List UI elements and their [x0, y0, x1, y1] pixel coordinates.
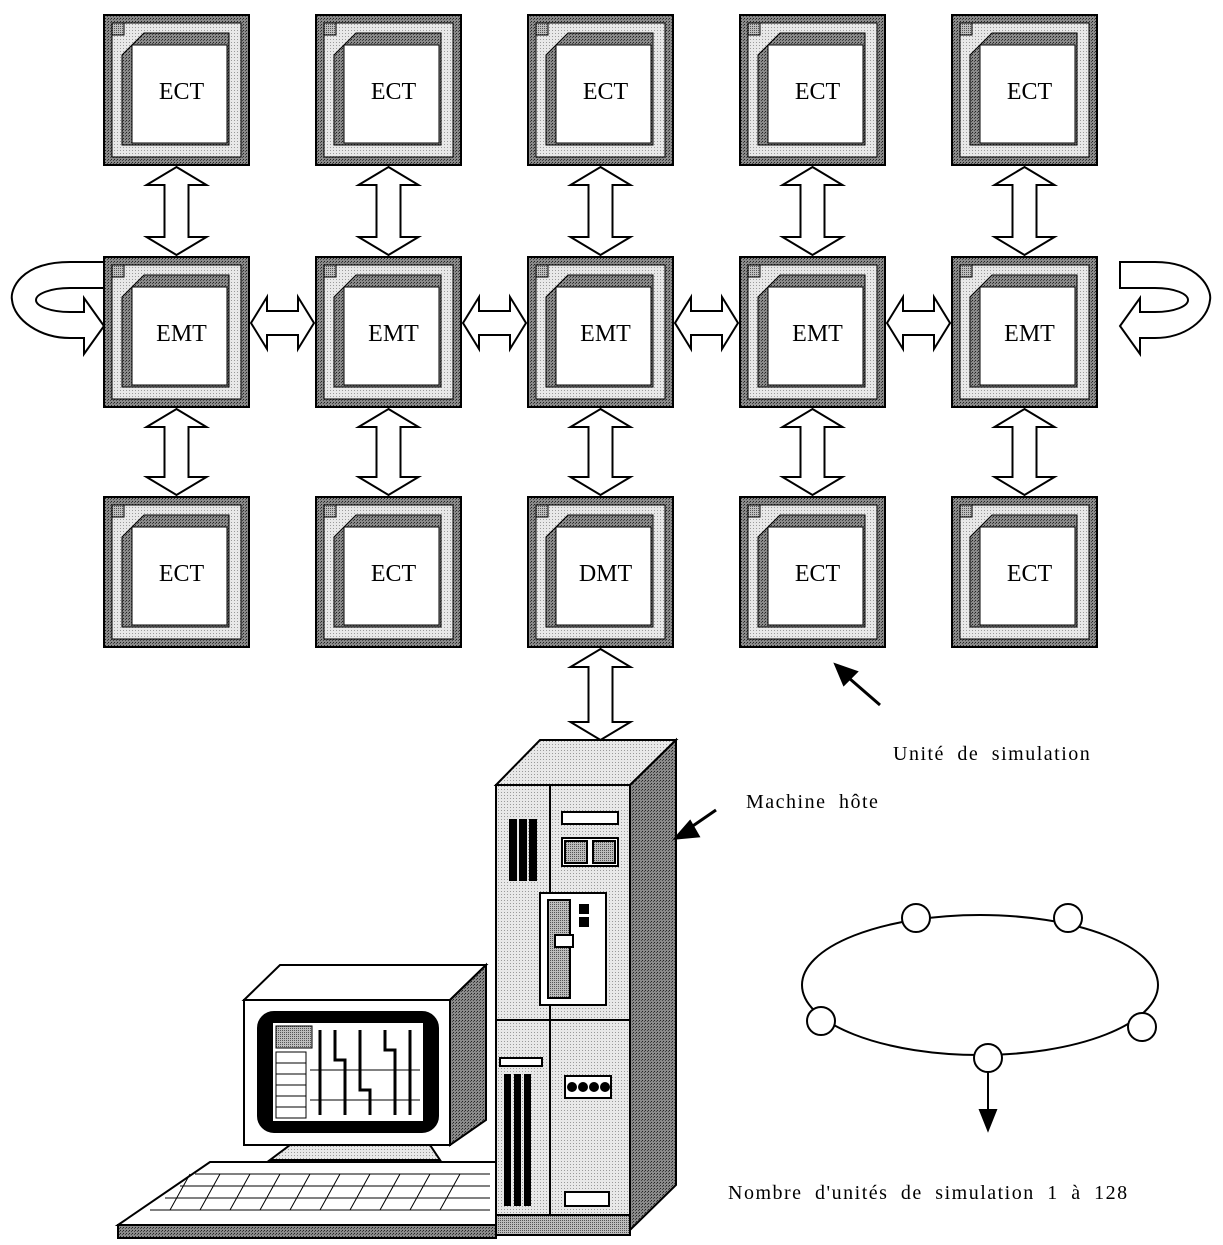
unit-label: EMT [368, 321, 419, 347]
host-bus-arrow [566, 647, 635, 742]
pin-marker-icon [747, 504, 761, 518]
unit-label: DMT [579, 561, 633, 587]
pin-marker-icon [323, 504, 337, 518]
unit-chip: EMT [951, 256, 1098, 408]
unit-chip: ECT [739, 14, 886, 166]
ring-topology-diagram [801, 903, 1159, 1133]
bus-arrows [142, 165, 1059, 742]
bus-arrow-bottom-2 [354, 407, 423, 497]
unit-label: ECT [159, 561, 205, 587]
bus-arrow-bottom-4 [778, 407, 847, 497]
simulation-unit-caption: Unité de simulation [893, 743, 1091, 765]
pin-marker-icon [535, 504, 549, 518]
unit-chip: ECT [103, 496, 250, 648]
unit-chip: EMT [527, 256, 674, 408]
pin-marker-icon [323, 22, 337, 36]
link-arrow-4 [885, 293, 952, 353]
unit-chip: EMT [103, 256, 250, 408]
bus-arrow-top-5 [990, 165, 1059, 257]
bus-arrow-top-3 [566, 165, 635, 257]
pin-marker-icon [959, 504, 973, 518]
link-arrow-2 [461, 293, 528, 353]
pin-marker-icon [323, 264, 337, 278]
link-arrow-1 [249, 293, 316, 353]
link-arrow-3 [673, 293, 740, 353]
unit-label: EMT [792, 321, 843, 347]
unit-chip: ECT [951, 14, 1098, 166]
unit-chip: ECT [103, 14, 250, 166]
unit-chip: ECT [951, 496, 1098, 648]
pin-marker-icon [535, 22, 549, 36]
unit-count-caption: Nombre d'unités de simulation 1 à 128 [728, 1182, 1129, 1204]
host-machine [114, 737, 679, 1239]
unit-label: ECT [1007, 561, 1053, 587]
pin-marker-icon [959, 264, 973, 278]
unit-chip: ECT [315, 496, 462, 648]
pin-marker-icon [747, 264, 761, 278]
host-machine-caption: Machine hôte [746, 791, 879, 813]
unit-label: ECT [159, 79, 205, 105]
pin-marker-icon [747, 22, 761, 36]
pin-marker-icon [535, 264, 549, 278]
unit-chip: EMT [315, 256, 462, 408]
ring-connection [10, 261, 1212, 358]
bus-arrow-top-1 [142, 165, 211, 257]
simulation-unit-grid: ECT ECT ECT ECT ECT EMT EMT EMT EMT EMT ECT ECT DMT E… [103, 14, 1098, 648]
pin-marker-icon [111, 504, 125, 518]
unit-chip: ECT [527, 14, 674, 166]
bus-arrow-bottom-1 [142, 407, 211, 497]
bus-arrow-bottom-3 [566, 407, 635, 497]
unit-chip: EMT [739, 256, 886, 408]
unit-label: ECT [795, 79, 841, 105]
unit-label: EMT [156, 321, 207, 347]
caption-pointers [672, 662, 881, 840]
unit-label: EMT [580, 321, 631, 347]
bus-arrow-top-4 [778, 165, 847, 257]
pin-marker-icon [959, 22, 973, 36]
unit-label: ECT [371, 79, 417, 105]
bus-arrow-top-2 [354, 165, 423, 257]
unit-label: ECT [1007, 79, 1053, 105]
unit-chip: ECT [315, 14, 462, 166]
pin-marker-icon [111, 22, 125, 36]
unit-label: EMT [1004, 321, 1055, 347]
pin-marker-icon [111, 264, 125, 278]
unit-label: ECT [583, 79, 629, 105]
unit-label: ECT [371, 561, 417, 587]
unit-chip: ECT [739, 496, 886, 648]
bus-arrow-bottom-5 [990, 407, 1059, 497]
unit-label: ECT [795, 561, 841, 587]
unit-chip: DMT [527, 496, 674, 648]
